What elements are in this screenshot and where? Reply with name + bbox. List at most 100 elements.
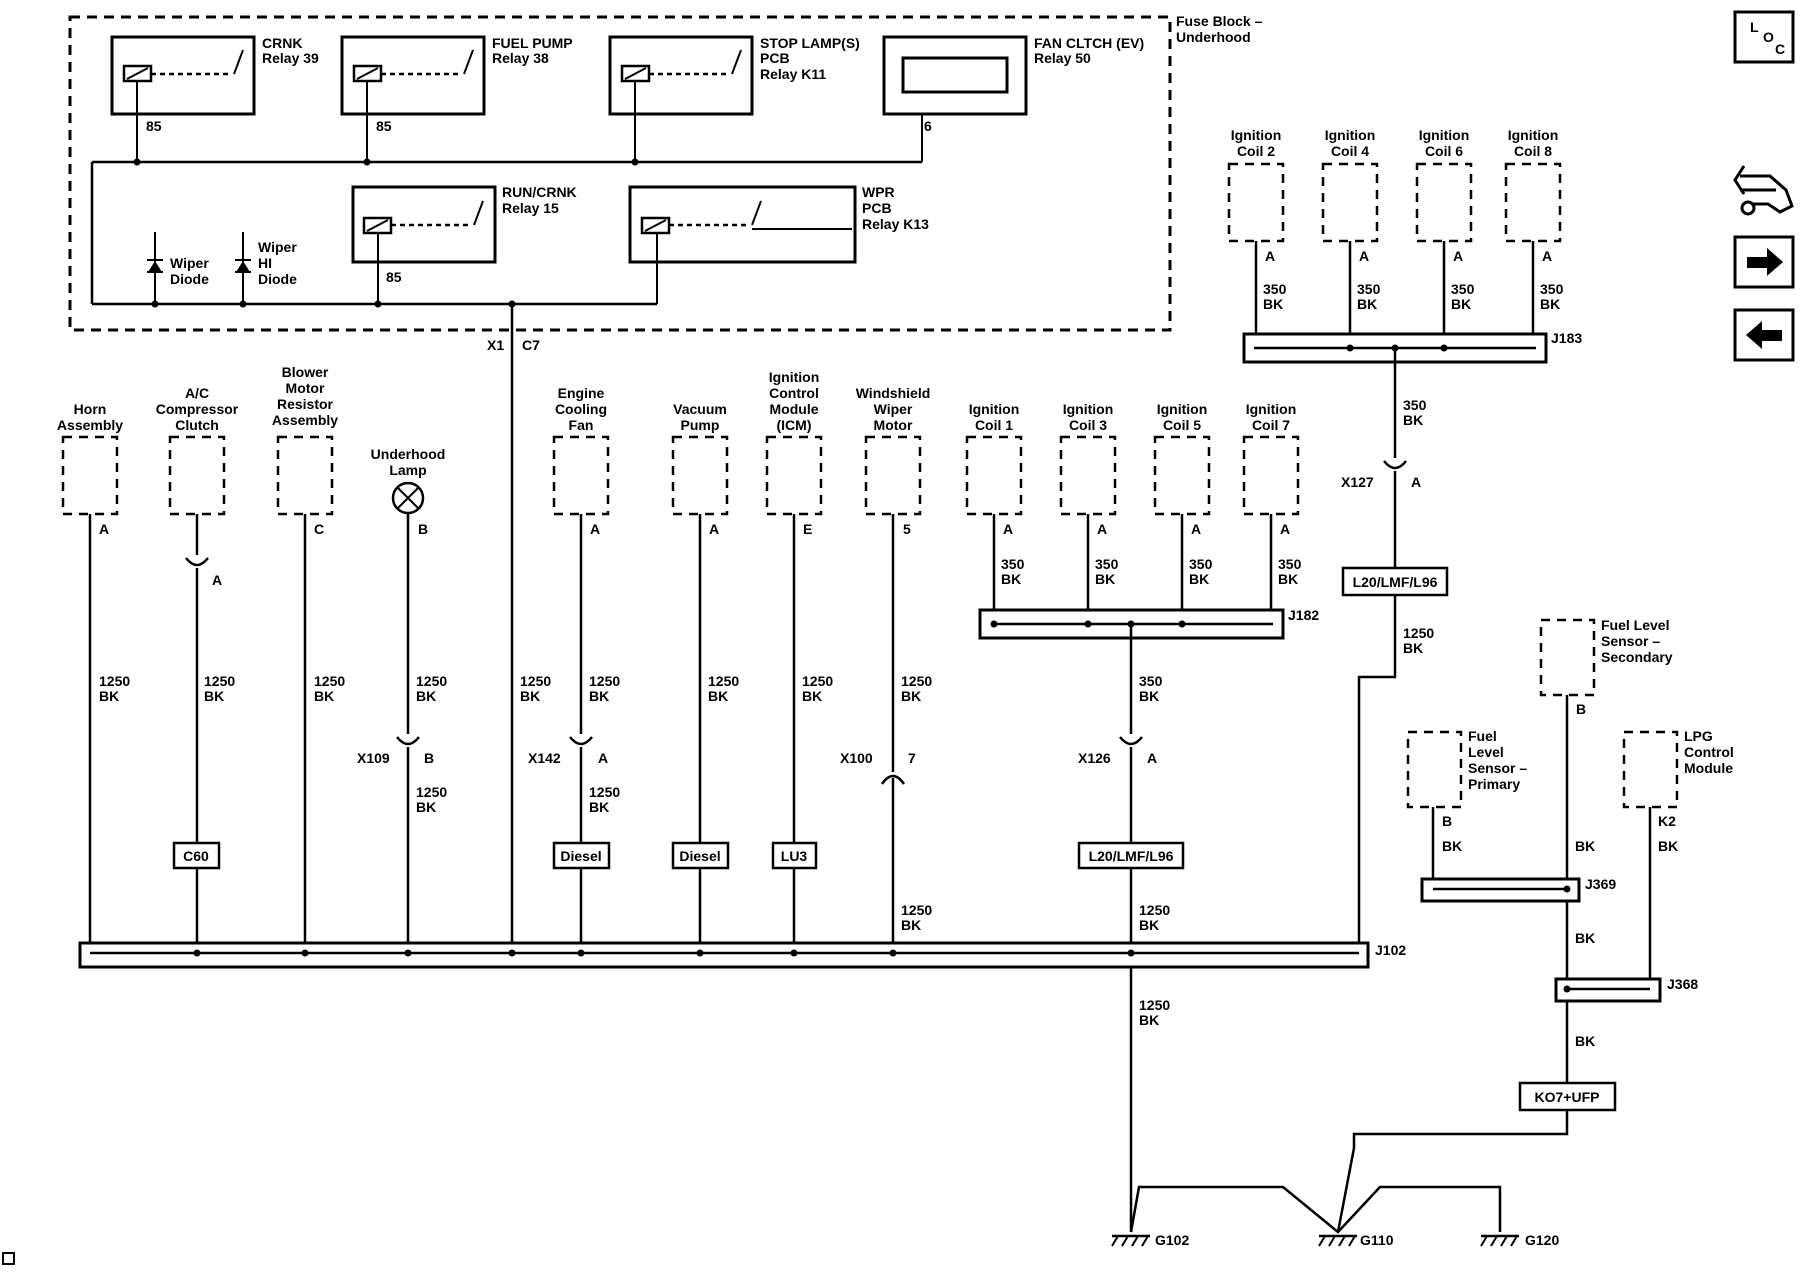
locator-button[interactable]: L O C: [1733, 10, 1795, 64]
vacuum-label-1: Vacuum: [673, 401, 727, 417]
splice-j102-label: J102: [1375, 942, 1406, 958]
horn-assembly: Horn Assembly A 1250 BK: [57, 401, 130, 950]
relay-wpr-number: Relay K13: [862, 216, 929, 232]
j183-color: BK: [1403, 412, 1423, 428]
coil-8-label-2: Coil 8: [1514, 143, 1552, 159]
j183-gauge: 350: [1403, 397, 1427, 413]
fan-gauge: 1250: [589, 673, 620, 689]
windshield-wiper-motor: Windshield Wiper Motor 5 1250 BK X100 7 …: [840, 385, 932, 950]
icm-label-4: (ICM): [777, 417, 812, 433]
coil-2-label-2: Coil 2: [1237, 143, 1275, 159]
blower-gauge: 1250: [314, 673, 345, 689]
fuel-option: KO7+UFP: [1535, 1089, 1600, 1105]
coil-4-color: BK: [1357, 296, 1377, 312]
x126-connector: X126: [1078, 750, 1111, 766]
coil-8-gauge: 350: [1540, 281, 1564, 297]
coils-upper-color-2: BK: [1403, 640, 1423, 656]
x126-color-2: BK: [1139, 917, 1159, 933]
lpg-label-3: Module: [1684, 760, 1733, 776]
icm-color: BK: [802, 688, 822, 704]
relay-run-crnk-number: Relay 15: [502, 200, 559, 216]
fuse-block-title-2: Underhood: [1176, 29, 1251, 45]
wiper-diode-l2: Diode: [170, 271, 209, 287]
coil-7-label-2: Coil 7: [1252, 417, 1290, 433]
lamp-connector-pin: B: [424, 750, 434, 766]
coil-4-label-1: Ignition: [1325, 127, 1376, 143]
previous-page-button[interactable]: [1733, 308, 1795, 362]
horn-gauge: 1250: [99, 673, 130, 689]
ground-g110-icon: [1318, 1234, 1357, 1247]
fuel-primary-pin: B: [1442, 813, 1452, 829]
vacuum-pump: Vacuum Pump A 1250 BK Diesel: [671, 401, 739, 950]
ground-wire-color: BK: [1139, 1012, 1159, 1028]
coil-5-label-1: Ignition: [1157, 401, 1208, 417]
j182-color: BK: [1139, 688, 1159, 704]
x1-wire-gauge: 1250: [520, 673, 551, 689]
coil-2-pin: A: [1265, 248, 1275, 264]
engine-cooling-fan: Engine Cooling Fan A 1250 BK X142 A 1250…: [528, 385, 620, 950]
wiper-label-2: Wiper: [874, 401, 913, 417]
splice-j369-label: J369: [1585, 876, 1616, 892]
relay-run-crnk-name: RUN/CRNK: [502, 184, 577, 200]
fuel-primary-label-3: Sensor –: [1468, 760, 1527, 776]
fan-connector: X142: [528, 750, 561, 766]
icm-label-1: Ignition: [769, 369, 820, 385]
fuel-primary-label-2: Level: [1468, 744, 1504, 760]
fuel-secondary-label-3: Secondary: [1601, 649, 1673, 665]
arrow-left-icon: [1746, 321, 1782, 349]
coil-1-label-1: Ignition: [969, 401, 1020, 417]
ac-label-3: Clutch: [175, 417, 219, 433]
lpg-label-1: LPG: [1684, 728, 1713, 744]
x1-wire-color: BK: [520, 688, 540, 704]
connector-view-icon[interactable]: [1733, 165, 1794, 216]
underhood-lamp: Underhood Lamp B 1250 BK X109 B 1250 BK: [357, 446, 447, 950]
fuse-block-title-1: Fuse Block –: [1176, 13, 1263, 29]
coil-3-pin: A: [1097, 521, 1107, 537]
arrow-right-icon: [1747, 248, 1783, 276]
wiper-hi-diode-l1: Wiper: [258, 239, 297, 255]
fan-label-1: Engine: [558, 385, 605, 401]
splice-j183-label: J183: [1551, 330, 1582, 346]
coil-5-gauge: 350: [1189, 556, 1213, 572]
coil-5-label-2: Coil 5: [1163, 417, 1201, 433]
vacuum-gauge: 1250: [708, 673, 739, 689]
ac-compressor-clutch: A/C Compressor Clutch A 1250 BK C60: [156, 385, 239, 950]
coils-lower-option: L20/LMF/L96: [1089, 848, 1174, 864]
coil-4-gauge: 350: [1357, 281, 1381, 297]
icm-label-3: Module: [770, 401, 819, 417]
coil-5-pin: A: [1191, 521, 1201, 537]
icm-gauge: 1250: [802, 673, 833, 689]
ac-label-2: Compressor: [156, 401, 239, 417]
ac-label-1: A/C: [185, 385, 209, 401]
ac-pin: A: [212, 572, 222, 588]
x126-pin: A: [1147, 750, 1157, 766]
fuel-low-color: BK: [1575, 1033, 1595, 1049]
next-page-button[interactable]: [1733, 235, 1795, 289]
fuel-secondary-label-2: Sensor –: [1601, 633, 1660, 649]
coils-upper-gauge-2: 1250: [1403, 625, 1434, 641]
wiper-diode-l1: Wiper: [170, 255, 209, 271]
relay-crnk: CRNK Relay 39 85: [110, 35, 319, 166]
fan-connector-pin: A: [598, 750, 608, 766]
coil-5-color: BK: [1189, 571, 1209, 587]
locator-l: L: [1750, 19, 1759, 35]
splice-j102: J102: [78, 941, 1406, 969]
ground-g110: G110: [1360, 1232, 1394, 1248]
relay-crnk-pin: 85: [146, 118, 162, 134]
coil-1-color: BK: [1001, 571, 1021, 587]
coil-1-label-2: Coil 1: [975, 417, 1013, 433]
ground-g120: G120: [1525, 1232, 1559, 1248]
wiper-label-3: Motor: [874, 417, 913, 433]
coil-3-gauge: 350: [1095, 556, 1119, 572]
relay-wpr: WPR PCB Relay K13: [628, 184, 929, 304]
coil-6-color: BK: [1451, 296, 1471, 312]
relay-fuel-pump-name: FUEL PUMP: [492, 35, 573, 51]
lamp-color: BK: [416, 688, 436, 704]
icm-pin: E: [803, 521, 812, 537]
fuel-primary-color: BK: [1442, 838, 1462, 854]
coils-upper-option: L20/LMF/L96: [1353, 574, 1438, 590]
relay-fan-clutch: FAN CLTCH (EV) Relay 50 6: [882, 35, 1144, 162]
fan-label-2: Cooling: [555, 401, 607, 417]
wiper-connector: X100: [840, 750, 873, 766]
